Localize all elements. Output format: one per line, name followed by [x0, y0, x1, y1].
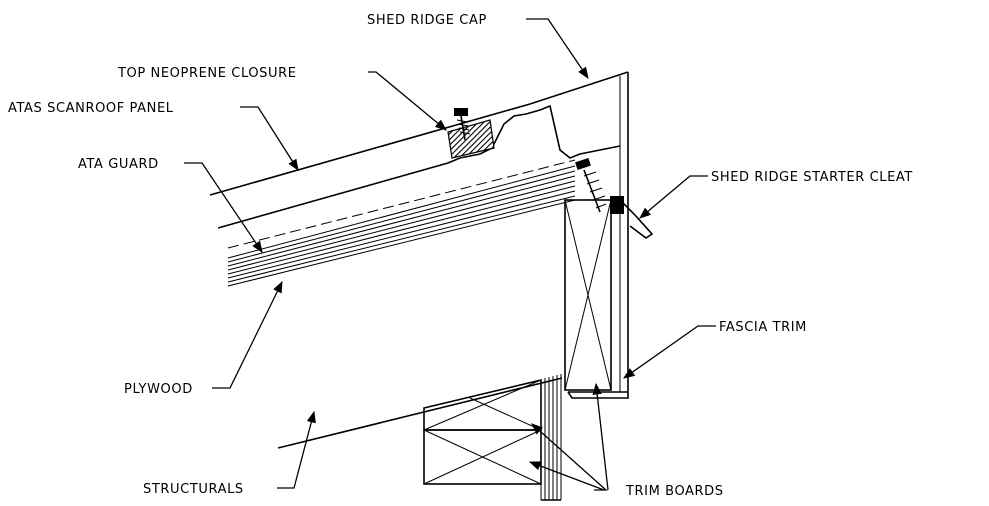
leader-shed-ridge-starter-cleat — [639, 175, 708, 219]
shed-ridge-cap — [529, 71, 629, 393]
structural-block-lower — [423, 429, 542, 485]
leader-ata-guard — [184, 162, 263, 253]
ata-guard-layer — [227, 159, 576, 249]
label-structurals: STRUCTURALS — [143, 482, 244, 497]
screw-top — [454, 108, 471, 141]
starter-cleat — [610, 196, 654, 239]
leader-top-neoprene-closure — [368, 71, 447, 131]
leader-atas-scanroof-panel — [240, 106, 299, 171]
label-atas-scanroof-panel: ATAS SCANROOF PANEL — [8, 101, 174, 116]
label-shed-ridge-starter-cleat: SHED RIDGE STARTER CLEAT — [711, 170, 913, 185]
structural-beam — [277, 377, 563, 449]
scanroof-panel — [209, 103, 621, 229]
leader-structurals — [277, 410, 316, 489]
label-ata-guard: ATA GUARD — [78, 157, 159, 172]
label-top-neoprene-closure: TOP NEOPRENE CLOSURE — [117, 66, 297, 81]
leader-shed-ridge-cap — [526, 18, 589, 79]
leader-fascia-trim — [623, 325, 716, 379]
screw-ridge — [575, 158, 607, 213]
leader-trim-boards — [528, 382, 609, 491]
label-shed-ridge-cap: SHED RIDGE CAP — [367, 13, 487, 28]
label-fascia-trim: FASCIA TRIM — [719, 320, 807, 335]
fascia-trim-hook — [567, 391, 629, 399]
neoprene-closure — [447, 119, 495, 159]
label-trim-boards: TRIM BOARDS — [625, 484, 724, 499]
label-plywood: PLYWOOD — [124, 382, 193, 397]
trim-board-vertical — [564, 199, 612, 391]
leader-plywood — [212, 280, 283, 389]
structural-boards — [540, 374, 562, 501]
structural-block-upper — [423, 378, 542, 431]
plywood-layers — [227, 165, 576, 287]
